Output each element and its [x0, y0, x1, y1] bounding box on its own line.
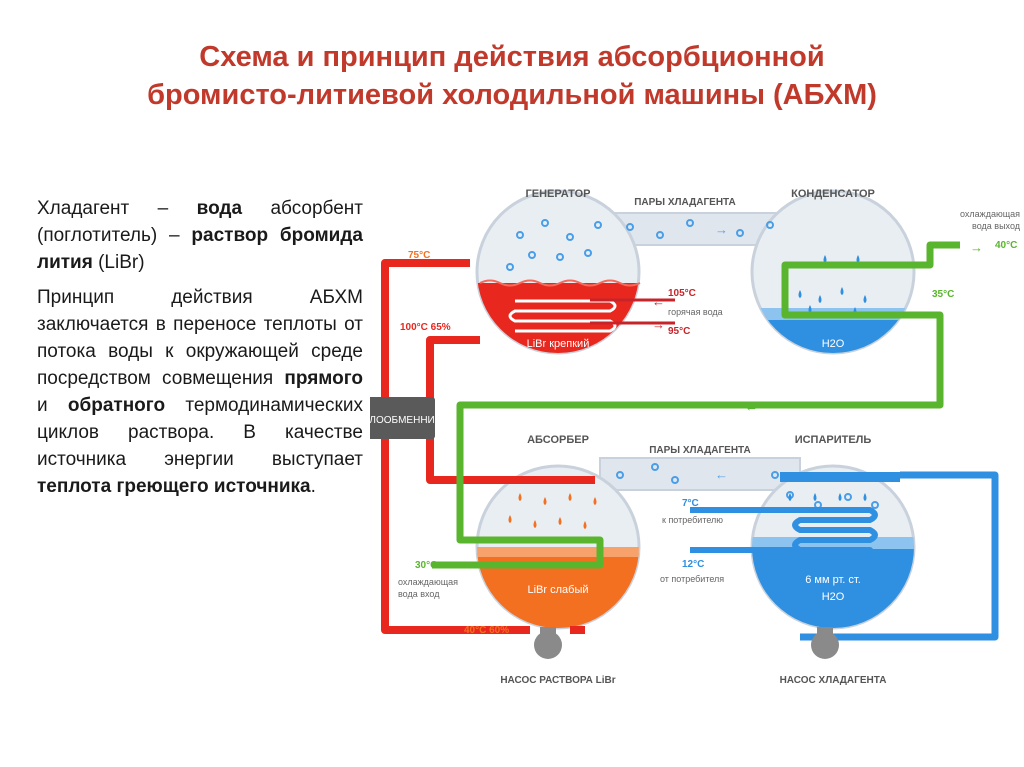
absorber-label: АБСОРБЕР — [527, 434, 589, 446]
svg-text:←: ← — [652, 294, 665, 309]
pressure-label: 6 мм рт. ст. — [805, 574, 861, 586]
desc-bold: теплота греющего источника — [37, 476, 311, 497]
hot-water-label: горячая вода — [668, 307, 723, 317]
hot-water-pipe — [590, 298, 675, 325]
vapor-top-label: ПАРЫ ХЛАДАГЕНТА — [634, 197, 736, 208]
temp-95: 95°C — [668, 326, 690, 337]
temp-105: 105°C — [668, 288, 696, 299]
desc-text: (LiBr) — [92, 252, 145, 273]
heat-exchanger — [370, 397, 435, 439]
hot-solution-pipe — [381, 259, 530, 634]
absorbent-drops — [508, 493, 597, 529]
svg-text:→: → — [652, 317, 665, 332]
description: Хладагент – вода абсорбент (поглотитель)… — [37, 195, 363, 508]
refrigerant-pump — [811, 627, 839, 659]
svg-text:→: → — [715, 222, 728, 237]
vapor-pipe-bottom — [599, 457, 801, 491]
h2o-top-label: H2O — [822, 338, 845, 350]
desc-bold: прямого — [284, 368, 363, 389]
evaporator-label: ИСПАРИТЕЛЬ — [795, 434, 872, 446]
cooling-out-label-1: охлаждающая — [960, 209, 1020, 219]
temp-35: 35°C — [932, 289, 954, 300]
generator-label: ГЕНЕРАТОР — [526, 188, 591, 200]
desc-text: и — [37, 395, 68, 416]
svg-text:←: ← — [715, 467, 728, 482]
pump-solution-label: НАСОС РАСТВОРА LiBr — [500, 675, 615, 686]
title-line-2: бромисто-литиевой холодильной машины (АБ… — [147, 79, 877, 111]
desc-text: термодинамических циклов раствора. В кач… — [37, 395, 363, 470]
condensate-drops — [788, 255, 867, 501]
desc-bold: обратного — [67, 395, 166, 416]
solution-pump — [534, 627, 562, 659]
heat-exchanger-label: ТЕПЛООБМЕННИК — [370, 415, 441, 426]
absorber-vessel — [475, 464, 641, 630]
cooling-water-pipe — [432, 241, 960, 569]
temp-75: 75°C — [408, 250, 430, 261]
libr-weak-label: LiBr слабый — [527, 584, 588, 596]
strong-solution-pipe — [426, 336, 595, 484]
desc-bold: раствор бромида лития — [37, 225, 363, 273]
temp-7: 7°C — [682, 498, 699, 509]
svg-text:←: ← — [745, 399, 758, 414]
desc-text: Принцип действия АБХМ заключается в пере… — [37, 287, 363, 389]
temp-100: 100°C 65% — [400, 322, 451, 333]
slide-title: Схема и принцип действия абсорбционной б… — [0, 38, 1024, 114]
svg-text:→: → — [970, 240, 983, 255]
temp-30: 30°C — [415, 560, 437, 571]
cooling-in-label-1: охлаждающая — [398, 577, 458, 587]
h2o-bottom-label: H2O — [822, 591, 845, 603]
to-consumer-label: к потребителю — [662, 515, 723, 525]
vapor-bottom-label: ПАРЫ ХЛАДАГЕНТА — [649, 445, 751, 456]
desc-text: Хладагент – — [37, 198, 197, 219]
title-line-1: Схема и принцип действия абсорбционной — [199, 41, 825, 73]
description-paragraph-2: Принцип действия АБХМ заключается в пере… — [37, 284, 363, 500]
libr-strong-label: LiBr крепкий — [527, 338, 590, 350]
temp-12: 12°C — [682, 559, 704, 570]
desc-text: абсорбент (поглотитель) – — [37, 198, 363, 246]
temp-40-top: 40°C — [995, 240, 1017, 251]
cooling-in-label-2: вода вход — [398, 589, 440, 599]
description-paragraph-1: Хладагент – вода абсорбент (поглотитель)… — [37, 195, 363, 276]
vapor-bubbles — [506, 219, 879, 509]
flow-arrows: → ← ← → ← → — [652, 222, 983, 482]
pump-refrigerant-label: НАСОС ХЛАДАГЕНТА — [780, 675, 887, 686]
desc-bold: вода — [196, 198, 243, 219]
absorption-chiller-diagram: ТЕПЛООБМЕННИК → ← ← → ← → ГЕНЕРАТОР КОНД… — [370, 188, 1020, 686]
chilled-water-pipe — [690, 507, 878, 553]
from-consumer-label: от потребителя — [660, 574, 724, 584]
refrigerant-pipe — [800, 471, 999, 641]
temp-40-bottom: 40°C 60% — [464, 625, 509, 636]
condenser-label: КОНДЕНСАТОР — [791, 188, 875, 200]
desc-text: . — [310, 476, 316, 497]
cooling-out-label-2: вода выход — [972, 221, 1020, 231]
